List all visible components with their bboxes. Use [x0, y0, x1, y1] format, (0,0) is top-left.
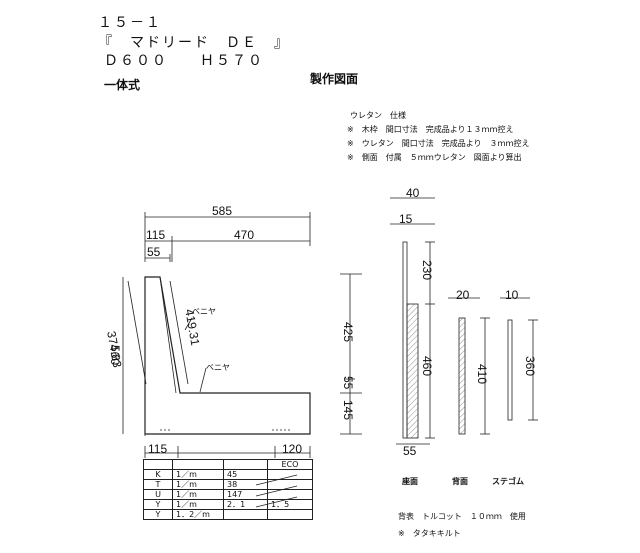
- dim-bottom-right: 120: [282, 442, 303, 456]
- model-name: 『 マドリード ＤＥ 』: [98, 35, 290, 51]
- note-line: ※ 木枠 間口寸法 完成品より１３ｍｍ控え: [347, 125, 514, 134]
- dim-seat-bottom-h: 460: [420, 356, 434, 377]
- table-row: K 1／m 45: [143, 469, 313, 480]
- dim-back-width: 20: [456, 288, 470, 302]
- dim-back-height: 425: [341, 322, 355, 343]
- table-cell: [172, 459, 224, 470]
- table-cell: [267, 479, 313, 490]
- note-line: ※ 側面 付属 ５ｍｍウレタン 図面より算出: [347, 153, 522, 162]
- label-veneer-back: ベニヤ: [192, 307, 216, 316]
- table-cell: U: [143, 489, 173, 500]
- table-cell: 1／m: [172, 479, 224, 490]
- table-cell: T: [143, 479, 173, 490]
- table-header-row: ECO: [143, 459, 313, 470]
- table-cell: [143, 459, 173, 470]
- label-back: 背面: [452, 477, 468, 486]
- construction-type: 一体式: [104, 78, 141, 92]
- table-row: Y 1．2／m: [143, 509, 313, 520]
- table-cell: 1／m: [172, 499, 224, 510]
- table-cell: 1／m: [172, 489, 224, 500]
- label-veneer-seat: ベニヤ: [206, 363, 230, 372]
- dim-seat-top-h: 230: [420, 260, 434, 281]
- table-cell-eco: ECO: [267, 459, 313, 470]
- table-cell: 147: [223, 489, 268, 500]
- spec-table: ECO K 1／m 45 T 1／m 38 U 1／m 147 Y 1／m 2．…: [143, 459, 313, 520]
- notes-title: ウレタン 仕様: [350, 111, 406, 120]
- table-cell: Y: [143, 509, 173, 520]
- table-cell: [267, 509, 313, 520]
- label-gom: ステゴム: [492, 477, 524, 486]
- dim-total-depth: 585: [212, 204, 233, 218]
- dim-back-h: 410: [475, 364, 489, 385]
- dim-gom-h: 360: [523, 356, 537, 377]
- table-row: Y 1／m 2．1 1．5: [143, 499, 313, 510]
- dim-back-depth: 115: [146, 228, 166, 242]
- label-seat: 座面: [402, 477, 418, 486]
- table-cell: [267, 469, 313, 480]
- dim-seat-sub-width: 15: [399, 212, 413, 226]
- table-cell: K: [143, 469, 173, 480]
- table-cell: Y: [143, 499, 173, 510]
- dim-mid: 55: [341, 376, 355, 390]
- table-cell: 1．5: [267, 499, 313, 510]
- table-row: U 1／m 147: [143, 489, 313, 500]
- dim-seat-top-width: 40: [406, 186, 420, 200]
- footer-note: 背表 トルコット １０ｍｍ 使用: [398, 512, 526, 521]
- table-row: T 1／m 38: [143, 479, 313, 490]
- footer-note: ※ タタキキルト: [398, 529, 461, 538]
- dim-bottom-left: 115: [148, 442, 168, 456]
- table-cell: 1．2／m: [172, 509, 224, 520]
- table-cell: 45: [223, 469, 268, 480]
- model-code: １５－１: [98, 15, 162, 31]
- table-cell: [267, 489, 313, 500]
- table-cell: [223, 509, 268, 520]
- table-cell: 1／m: [172, 469, 224, 480]
- table-cell: 38: [223, 479, 268, 490]
- table-cell: 2．1: [223, 499, 268, 510]
- dim-height: 560: [108, 345, 122, 366]
- drawing-title: 製作図面: [310, 72, 359, 86]
- dim-gom-width: 10: [505, 288, 519, 302]
- dim-seat-depth: 470: [234, 228, 255, 242]
- table-cell: [223, 459, 268, 470]
- dim-seat-height: 145: [341, 400, 355, 421]
- note-line: ※ ウレタン 間口寸法 完成品より ３ｍｍ控え: [347, 139, 530, 148]
- dim-seat-base: 55: [403, 444, 417, 458]
- dim-top-back: 55: [147, 245, 161, 259]
- model-size: Ｄ６００ Ｈ５７０: [104, 53, 264, 69]
